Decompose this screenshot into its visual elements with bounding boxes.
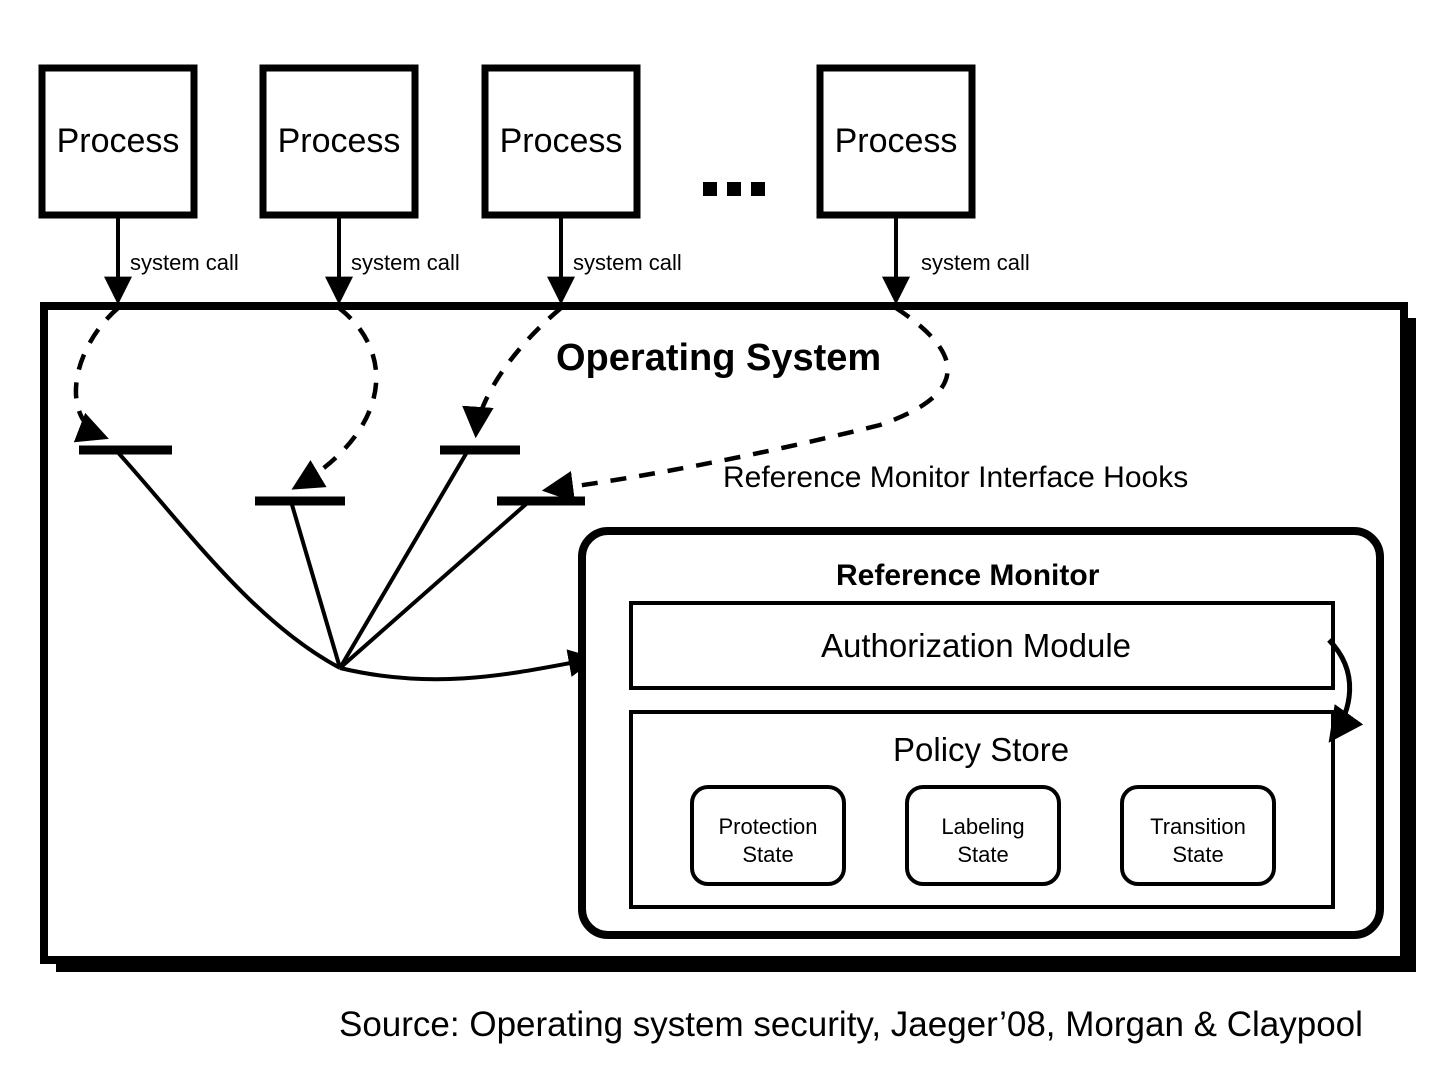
hook-line-1: [111, 445, 341, 670]
dashed-flow-2: [291, 306, 379, 490]
reference-monitor-hooks-label: Reference Monitor Interface Hooks: [723, 461, 1189, 494]
ellipsis-dot-2: [727, 182, 741, 196]
ellipsis-dot-3: [751, 182, 765, 196]
process-label-1: Process: [56, 122, 180, 160]
process-box-1: [38, 64, 198, 219]
labeling-state-box: [905, 785, 1061, 886]
syscall-label-2: system call: [351, 250, 460, 275]
policy-query-arrow: [1327, 638, 1364, 743]
syscall-label-1: system call: [130, 250, 239, 275]
protection-state-line1: Protection: [718, 814, 818, 839]
labeling-state-line2: State: [957, 841, 1009, 867]
authorization-module-box: [629, 601, 1335, 690]
authorization-request-arrow: [339, 649, 597, 682]
reference-monitor-title: Reference Monitor: [836, 559, 1100, 592]
ellipsis-dot-1: [703, 182, 717, 196]
policy-store-title: Policy Store: [893, 731, 1070, 768]
transition-state-label: Transition State: [1122, 813, 1274, 868]
protection-state-box: [690, 785, 846, 886]
protection-state-line2: State: [742, 841, 794, 867]
hook-line-3: [338, 445, 472, 670]
source-caption: Source: Operating system security, Jaege…: [339, 1005, 1363, 1044]
dashed-flow-3: [462, 306, 563, 439]
hook-line-4: [338, 496, 535, 670]
process-label-3: Process: [499, 122, 623, 160]
process-label-2: Process: [277, 122, 401, 160]
operating-system-title: Operating System: [556, 337, 882, 379]
transition-state-line1: Transition: [1150, 814, 1246, 839]
labeling-state-label: Labeling State: [907, 813, 1059, 868]
hook-line-2: [288, 497, 342, 669]
dashed-flow-4: [541, 306, 950, 503]
transition-state-box: [1120, 785, 1276, 886]
labeling-state-line1: Labeling: [941, 814, 1025, 839]
process-box-2: [259, 64, 419, 219]
syscall-label-4: system call: [921, 250, 1030, 275]
authorization-module-title: Authorization Module: [821, 627, 1132, 664]
process-label-4: Process: [834, 122, 958, 160]
syscall-label-3: system call: [573, 250, 682, 275]
protection-state-label: Protection State: [692, 813, 844, 868]
transition-state-line2: State: [1172, 841, 1224, 867]
